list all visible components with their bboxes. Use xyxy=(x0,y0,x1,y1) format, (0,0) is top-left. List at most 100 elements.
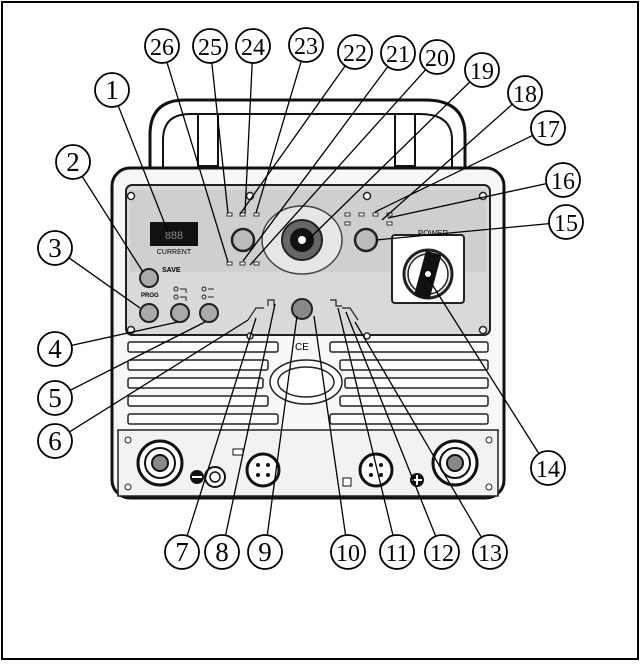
callout-number: 10 xyxy=(336,541,360,567)
leader-line-17 xyxy=(374,134,533,213)
callout-12: 12 xyxy=(424,534,460,570)
leader-line-19 xyxy=(307,81,471,241)
callout-number: 20 xyxy=(425,46,449,72)
mode-symbols xyxy=(173,286,214,301)
callout-number: 16 xyxy=(551,169,575,195)
callout-number: 24 xyxy=(241,35,265,61)
callout-25: 25 xyxy=(192,28,228,64)
pulse-button[interactable] xyxy=(199,303,219,323)
power-label: POWER xyxy=(418,229,448,238)
callout-16: 16 xyxy=(545,162,581,198)
leader-line-5 xyxy=(69,321,206,391)
callout-8: 8 xyxy=(204,534,240,570)
callout-number: 15 xyxy=(554,211,578,237)
callout-number: 5 xyxy=(48,383,62,413)
callout-number: 14 xyxy=(536,457,560,483)
callout-number: 8 xyxy=(215,537,229,567)
callout-3: 3 xyxy=(37,230,73,266)
leader-line-21 xyxy=(242,66,389,262)
callout-number: 7 xyxy=(175,537,189,567)
left-selector-button[interactable] xyxy=(230,227,256,253)
bottom-screws xyxy=(124,436,493,491)
callout-11: 11 xyxy=(379,534,415,570)
leader-line-14 xyxy=(427,277,540,454)
callout-19: 19 xyxy=(464,52,500,88)
save-button[interactable] xyxy=(139,268,159,288)
leader-line-11 xyxy=(337,307,394,536)
callout-1: 1 xyxy=(94,72,130,108)
callout-number: 17 xyxy=(536,117,560,143)
callout-15: 15 xyxy=(548,204,584,240)
positive-output-terminal[interactable] xyxy=(431,439,479,487)
callout-number: 13 xyxy=(478,541,502,567)
callout-number: 6 xyxy=(48,426,62,456)
callout-4: 4 xyxy=(37,331,73,367)
callout-10: 10 xyxy=(330,534,366,570)
callout-number: 21 xyxy=(386,42,410,68)
leader-line-24 xyxy=(244,62,253,214)
trigger-mode-button[interactable] xyxy=(170,303,190,323)
leader-line-22 xyxy=(239,65,346,215)
leader-line-9 xyxy=(266,315,298,536)
callout-22: 22 xyxy=(337,34,373,70)
leader-line-3 xyxy=(68,257,141,309)
carry-handle xyxy=(148,98,467,170)
right-selector-button[interactable] xyxy=(353,227,379,253)
prog-label: PROG xyxy=(141,293,159,299)
callout-6: 6 xyxy=(37,423,73,459)
leader-line-4 xyxy=(71,321,179,346)
leader-lines xyxy=(68,61,550,538)
callout-21: 21 xyxy=(380,35,416,71)
leader-line-12 xyxy=(345,311,437,537)
callout-number: 23 xyxy=(294,34,318,60)
ventilation-slots xyxy=(127,341,489,425)
callout-number: 2 xyxy=(66,147,80,177)
callout-number: 25 xyxy=(198,35,222,61)
negative-output-terminal[interactable] xyxy=(136,439,184,487)
callout-number: 12 xyxy=(430,541,454,567)
remote-control-socket[interactable] xyxy=(342,452,394,488)
positive-symbol xyxy=(410,473,424,487)
leader-line-7 xyxy=(186,317,257,536)
callout-number: 4 xyxy=(48,334,62,364)
callout-number: 19 xyxy=(470,59,494,85)
callout-20: 20 xyxy=(419,39,455,75)
svg-text:888: 888 xyxy=(165,230,183,242)
callout-9: 9 xyxy=(247,534,283,570)
callout-number: 9 xyxy=(258,537,272,567)
leader-line-13 xyxy=(354,321,482,538)
callout-18: 18 xyxy=(507,75,543,111)
indicator-leds xyxy=(226,212,393,266)
center-knob[interactable] xyxy=(291,298,313,320)
callout-24: 24 xyxy=(235,28,271,64)
leader-line-25 xyxy=(211,62,229,214)
callout-number: 22 xyxy=(343,41,367,67)
display-caption: CURRENT xyxy=(157,249,192,256)
callout-14: 14 xyxy=(530,450,566,486)
leader-line-2 xyxy=(81,175,144,273)
save-label: SAVE xyxy=(162,267,181,274)
leader-line-18 xyxy=(381,103,513,221)
torch-control-socket[interactable] xyxy=(232,448,281,488)
power-switch[interactable]: POWER xyxy=(391,229,465,304)
callout-number: 11 xyxy=(385,541,408,567)
leader-line-8 xyxy=(224,303,276,536)
callout-number: 1 xyxy=(105,75,119,105)
callout-13: 13 xyxy=(472,534,508,570)
leader-line-15 xyxy=(375,222,550,241)
callout-2: 2 xyxy=(55,144,91,180)
callout-17: 17 xyxy=(530,110,566,146)
leader-line-10 xyxy=(313,315,347,536)
leader-line-1 xyxy=(117,105,169,233)
callout-number: 3 xyxy=(48,233,62,263)
negative-symbol xyxy=(190,470,204,484)
gas-outlet[interactable] xyxy=(204,466,226,488)
callout-23: 23 xyxy=(288,27,324,63)
prog-button[interactable] xyxy=(139,303,159,323)
callout-number: 26 xyxy=(150,35,174,61)
leader-line-23 xyxy=(255,61,302,214)
leader-line-26 xyxy=(166,62,229,263)
